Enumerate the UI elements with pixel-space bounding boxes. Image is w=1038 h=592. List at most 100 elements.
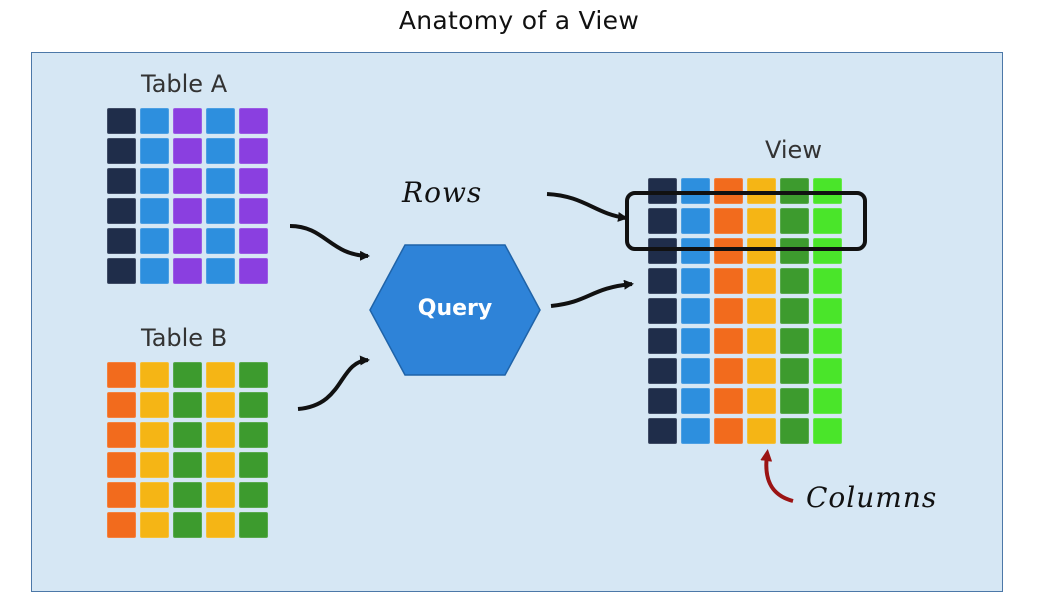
table-a-cell <box>239 258 268 284</box>
view-cell <box>780 268 809 294</box>
view-cell <box>747 418 776 444</box>
view-cell <box>747 268 776 294</box>
rows-label: Rows <box>402 176 483 209</box>
table-a-cell <box>107 138 136 164</box>
table-a-cell <box>107 108 136 134</box>
table-b-grid <box>107 362 268 538</box>
view-cell <box>681 328 710 354</box>
view-cell <box>780 358 809 384</box>
view-cell <box>813 358 842 384</box>
table-a-cell <box>206 168 235 194</box>
table-b-cell <box>140 512 169 538</box>
view-cell <box>714 268 743 294</box>
table-b-cell <box>107 452 136 478</box>
view-cell <box>813 328 842 354</box>
table-b-cell <box>206 422 235 448</box>
diagram-overlay <box>289 191 867 503</box>
view-cell <box>681 298 710 324</box>
table-b-cell <box>239 362 268 388</box>
view-cell <box>648 208 677 234</box>
view-label: View <box>765 136 822 164</box>
table-a-cell <box>140 198 169 224</box>
view-cell <box>780 418 809 444</box>
view-cell <box>648 388 677 414</box>
table-a-cell <box>173 258 202 284</box>
table-a-cell <box>206 228 235 254</box>
view-cell <box>714 298 743 324</box>
table-a-cell <box>206 108 235 134</box>
view-cell <box>681 358 710 384</box>
table-a-cell <box>140 138 169 164</box>
view-cell <box>714 388 743 414</box>
query-label: Query <box>417 296 493 321</box>
view-cell <box>813 268 842 294</box>
view-cell <box>747 298 776 324</box>
arrow-query-to-view <box>550 279 634 308</box>
view-cell <box>813 208 842 234</box>
arrow-table-a-to-query <box>289 224 370 261</box>
view-cell <box>714 418 743 444</box>
arrow-rows-to-view <box>546 192 628 222</box>
arrow-columns-to-view <box>760 449 794 503</box>
table-b-label: Table B <box>141 324 228 352</box>
table-b-cell <box>173 422 202 448</box>
table-a-grid <box>107 108 268 284</box>
table-b-cell <box>239 422 268 448</box>
table-a-cell <box>239 228 268 254</box>
table-b-cell <box>206 362 235 388</box>
view-cell <box>780 328 809 354</box>
view-cell <box>813 418 842 444</box>
table-a-cell <box>239 168 268 194</box>
table-b-cell <box>239 512 268 538</box>
view-cell <box>780 298 809 324</box>
table-a-cell <box>140 228 169 254</box>
view-cell <box>813 388 842 414</box>
view-cell <box>681 268 710 294</box>
view-cell <box>648 268 677 294</box>
table-a-cell <box>107 168 136 194</box>
view-cell <box>780 208 809 234</box>
view-cell <box>747 208 776 234</box>
table-a-cell <box>173 198 202 224</box>
table-b-cell <box>107 392 136 418</box>
table-a-label: Table A <box>141 70 228 98</box>
table-a-cell <box>206 198 235 224</box>
table-a-cell <box>239 138 268 164</box>
view-cell <box>714 358 743 384</box>
table-b-cell <box>239 452 268 478</box>
view-cell <box>747 328 776 354</box>
table-b-cell <box>107 482 136 508</box>
table-a-cell <box>140 108 169 134</box>
view-cell <box>648 298 677 324</box>
table-a-cell <box>107 198 136 224</box>
view-cell <box>714 208 743 234</box>
table-a-cell <box>173 228 202 254</box>
table-b-cell <box>206 512 235 538</box>
table-b-cell <box>140 392 169 418</box>
table-a-cell <box>173 168 202 194</box>
view-cell <box>681 418 710 444</box>
table-b-cell <box>206 482 235 508</box>
table-a-cell <box>206 258 235 284</box>
view-cell <box>648 328 677 354</box>
view-cell <box>681 208 710 234</box>
table-b-cell <box>140 362 169 388</box>
table-b-cell <box>173 482 202 508</box>
table-b-cell <box>239 482 268 508</box>
table-a-cell <box>107 228 136 254</box>
table-a-cell <box>107 258 136 284</box>
table-a-cell <box>173 138 202 164</box>
view-cell <box>813 298 842 324</box>
view-cell <box>747 358 776 384</box>
table-b-cell <box>173 452 202 478</box>
table-b-cell <box>140 452 169 478</box>
view-cell <box>747 388 776 414</box>
table-b-cell <box>173 362 202 388</box>
diagram-title: Anatomy of a View <box>398 6 640 35</box>
table-a-cell <box>206 138 235 164</box>
table-a-cell <box>239 108 268 134</box>
table-b-cell <box>173 512 202 538</box>
view-cell <box>714 328 743 354</box>
query-hexagon <box>369 244 541 376</box>
table-b-cell <box>107 512 136 538</box>
